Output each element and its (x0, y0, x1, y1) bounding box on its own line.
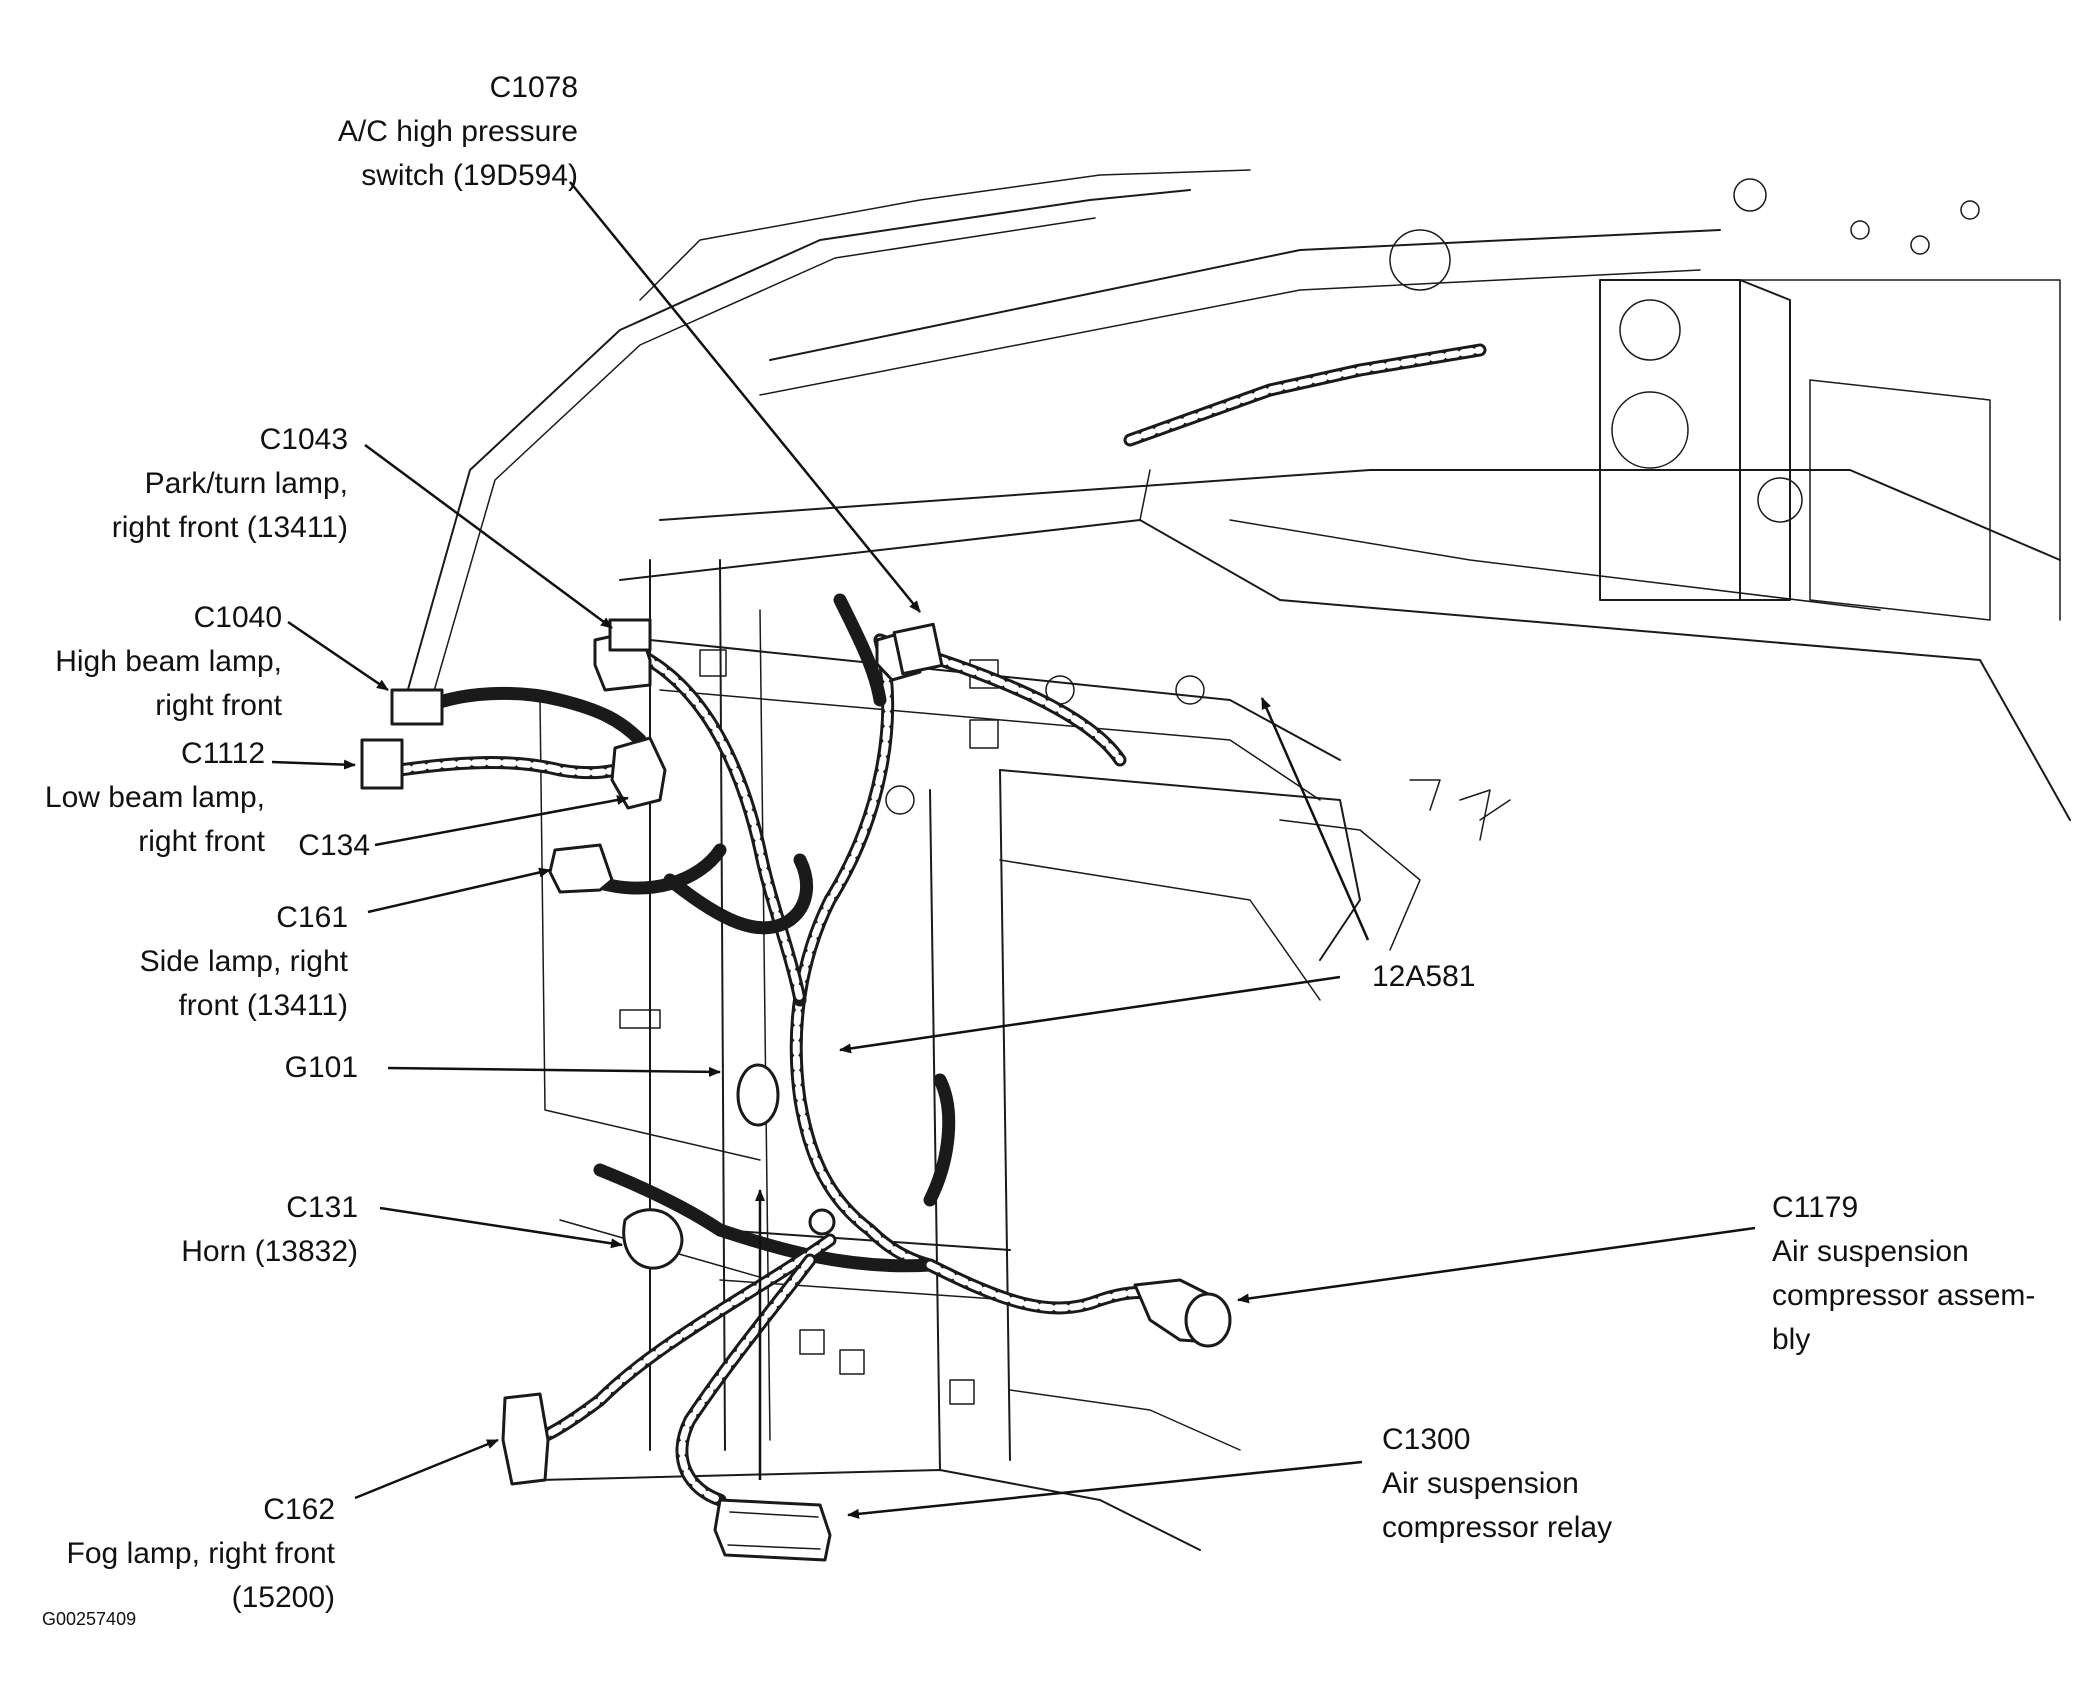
callout-desc: Air suspension (1382, 1467, 1579, 1500)
callout-c1300: C1300 Air suspension compressor relay (1382, 1418, 1682, 1550)
callout-c1078: C1078 A/C high pressure switch (19D594) (300, 66, 578, 198)
connector-c1112-body (360, 738, 404, 790)
callout-c161: C161 Side lamp, right front (13411) (80, 896, 348, 1028)
callout-desc: Horn (13832) (181, 1235, 358, 1268)
callout-code: C131 (286, 1191, 358, 1224)
callout-desc: compressor assem- (1772, 1279, 2036, 1312)
arrow-c1300 (847, 1460, 1363, 1519)
arrow-c1043 (364, 443, 613, 630)
callout-code: C1112 (181, 737, 265, 770)
arrow-c131 (379, 1206, 623, 1249)
connector-c1300-body (713, 1498, 832, 1562)
callout-c1040: C1040 High beam lamp, right front (10, 596, 282, 728)
arrow-c161 (367, 867, 551, 914)
arrow-c1179 (1237, 1226, 1756, 1304)
callout-desc: front (13411) (178, 989, 348, 1022)
callout-code: C161 (276, 901, 348, 934)
callout-desc: compressor relay (1382, 1511, 1613, 1544)
callout-code: C1040 (193, 601, 282, 634)
callout-c1112: C1112 Low beam lamp, right front (10, 732, 265, 864)
callout-desc: Park/turn lamp, (144, 467, 348, 500)
connectors (360, 618, 1232, 1562)
arrow-c1078 (569, 181, 921, 613)
callout-desc: bly (1772, 1323, 1811, 1356)
arrow-c1040 (287, 620, 389, 692)
connector-c134-body (610, 736, 667, 810)
callout-desc: Low beam lamp, (44, 781, 265, 814)
callout-desc: switch (19D594) (361, 159, 578, 192)
connector-c131-body (622, 1208, 684, 1270)
callout-desc: right front (155, 689, 282, 722)
callout-code: C162 (263, 1493, 335, 1526)
connector-c161-body (548, 843, 614, 894)
arrow-12a581-upper (1260, 697, 1370, 941)
callout-code: 12A581 (1372, 960, 1476, 993)
callout-desc: Side lamp, right (139, 945, 348, 978)
arrow-c1112 (271, 759, 356, 770)
arrow-g101 (387, 1066, 721, 1077)
callout-code: C1179 (1772, 1191, 1859, 1224)
callout-g101: G101 (240, 1046, 358, 1090)
connector-c162-body (501, 1392, 550, 1486)
callout-c131: C131 Horn (13832) (120, 1186, 358, 1274)
callout-desc: right front (138, 825, 265, 858)
callout-code: C1300 (1382, 1423, 1471, 1456)
callout-code: C134 (298, 829, 370, 862)
callout-c134: C134 (270, 824, 370, 868)
ground-g101-lug (736, 1063, 780, 1127)
callout-desc: right front (13411) (111, 511, 348, 544)
callout-desc: High beam lamp, (55, 645, 282, 678)
callout-c162: C162 Fog lamp, right front (15200) (20, 1488, 335, 1620)
callout-code: C1043 (259, 423, 348, 456)
callout-desc: A/C high pressure (337, 115, 578, 148)
callout-desc: Air suspension (1772, 1235, 1969, 1268)
connector-c1040-body (390, 688, 444, 726)
wiring-harness (393, 343, 1487, 1507)
arrow-c162 (354, 1438, 499, 1500)
callout-code: G101 (284, 1051, 358, 1084)
callout-c1043: C1043 Park/turn lamp, right front (13411… (60, 418, 348, 550)
callout-code: C1078 (489, 71, 578, 104)
arrow-12a581-harness (839, 975, 1341, 1054)
leader-arrows (271, 181, 1756, 1519)
callout-c1179: C1179 Air suspension compressor assem- b… (1772, 1186, 2072, 1362)
callout-desc: (15200) (231, 1581, 335, 1614)
arrow-c134 (374, 795, 629, 847)
figure-id: G00257409 (42, 1609, 137, 1629)
callout-desc: Fog lamp, right front (66, 1537, 335, 1570)
callout-12a581: 12A581 (1372, 955, 1532, 999)
